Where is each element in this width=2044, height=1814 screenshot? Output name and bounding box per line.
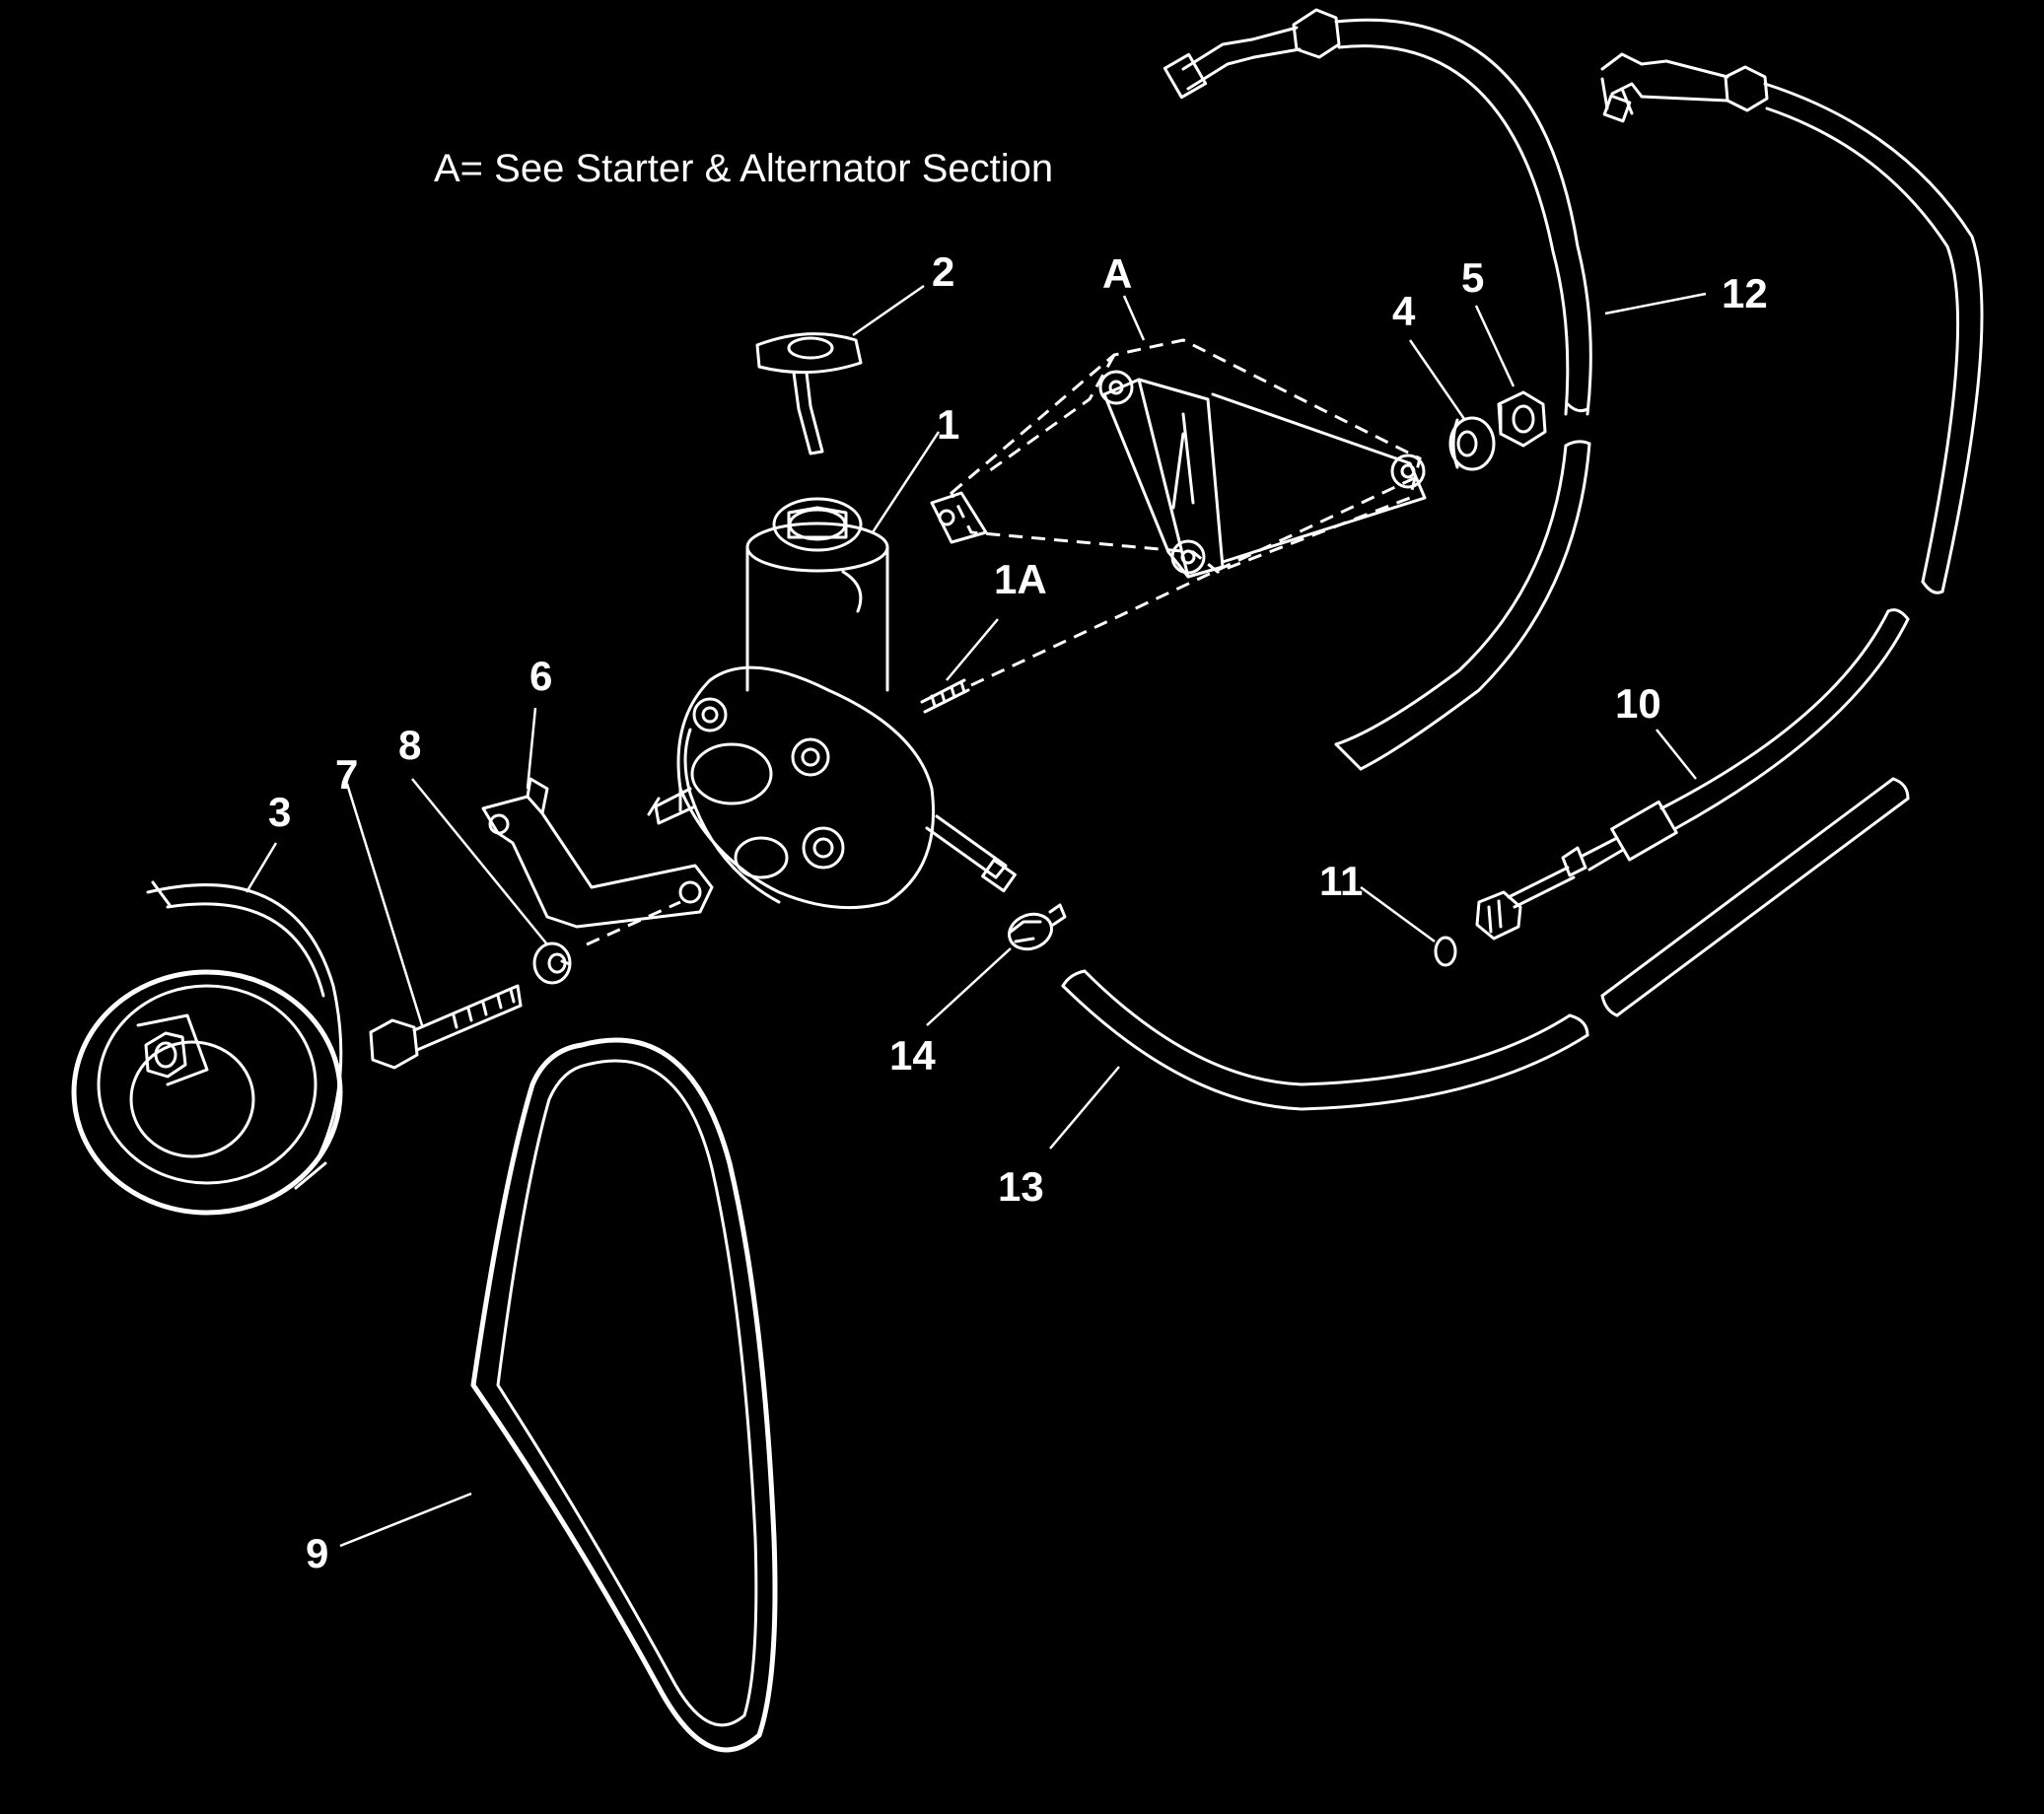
leader-10: [1656, 729, 1697, 780]
leader-a: [1122, 295, 1146, 341]
leader-11: [1360, 885, 1436, 943]
leader-1: [871, 431, 941, 533]
callout-6: 6: [529, 653, 552, 699]
callout-7: 7: [335, 751, 358, 798]
part-1a-stud: [920, 471, 1426, 714]
callout-8: 8: [398, 722, 421, 768]
part-1-pump: [647, 497, 1017, 910]
leader-14: [926, 947, 1012, 1026]
part-7-bolt: [369, 984, 523, 1070]
leader-4: [1408, 339, 1466, 420]
callout-12: 12: [1722, 270, 1768, 316]
note-text: A= See Starter & Alternator Section: [434, 147, 1053, 190]
part-5-nut: [1497, 390, 1547, 448]
part-10-hose: [1475, 52, 1984, 941]
leader-2: [852, 284, 925, 337]
callout-2: 2: [932, 248, 954, 295]
callout-14: 14: [889, 1032, 936, 1079]
leader-6: [526, 707, 537, 790]
callout-5: 5: [1461, 254, 1484, 301]
part-14-clamp: [1008, 903, 1067, 951]
callout-1a: 1A: [994, 556, 1047, 602]
leader-1a: [946, 618, 999, 681]
part-12-hose: [1163, 8, 1592, 771]
callout-a: A: [1102, 250, 1132, 297]
leader-8: [411, 778, 548, 945]
part-11-o-ring: [1434, 936, 1457, 967]
part-4-washer: [1448, 416, 1496, 471]
part-3-pulley: [71, 880, 343, 1216]
part-9-belt: [470, 1037, 778, 1753]
callout-11: 11: [1319, 858, 1363, 904]
part-6-strap: [481, 777, 714, 929]
leader-5: [1474, 305, 1515, 387]
callout-1: 1: [937, 401, 959, 448]
callout-13: 13: [998, 1163, 1044, 1210]
callout-3: 3: [268, 789, 291, 835]
leader-13: [1049, 1066, 1120, 1150]
leader-9: [339, 1492, 472, 1548]
leader-12: [1604, 292, 1707, 315]
part-8-lockwasher: [532, 900, 681, 985]
callout-4: 4: [1392, 288, 1416, 334]
part-2-reservoir-cap: [755, 332, 863, 455]
callout-10: 10: [1615, 680, 1661, 727]
callout-9: 9: [306, 1530, 328, 1576]
leader-7: [345, 783, 424, 1026]
part-13-hose: [1061, 777, 1910, 1111]
leader-3: [245, 842, 278, 893]
bracket-a: [930, 338, 1427, 579]
